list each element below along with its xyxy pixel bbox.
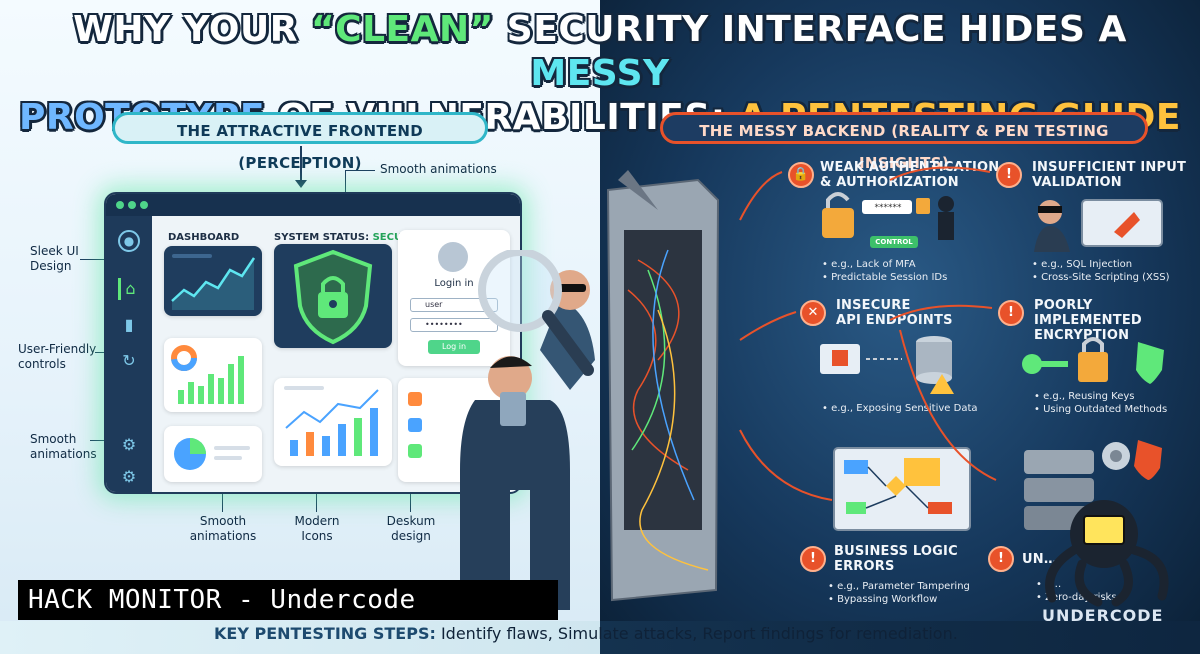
password-dots: ****** xyxy=(874,203,902,213)
hack-monitor-badge: HACK MONITOR - Undercode xyxy=(18,580,558,620)
shield-lock-icon xyxy=(293,249,373,345)
warning-icon: ! xyxy=(996,162,1022,188)
callout-line xyxy=(90,440,112,441)
callout-line xyxy=(345,170,346,204)
vuln-sub-api: • e.g., Exposing Sensitive Data xyxy=(822,403,978,414)
control-tag: CONTROL xyxy=(870,236,918,248)
settings-icon[interactable]: ⚙ xyxy=(121,467,137,486)
icon-tile xyxy=(408,392,422,406)
bar-chart-icon[interactable]: ▮ xyxy=(124,315,134,334)
auth-scene-illustration xyxy=(822,192,954,240)
arrow-head-icon xyxy=(295,180,307,188)
header-arrow xyxy=(300,146,302,184)
bar-chart-icon xyxy=(284,386,379,456)
backend-header: THE MESSY BACKEND (REALITY & PEN TESTING… xyxy=(660,112,1148,172)
vuln-title-encryption: POORLY IMPLEMENTED ENCRYPTION xyxy=(1034,298,1142,343)
user-avatar-icon[interactable]: ● xyxy=(118,230,140,252)
error-icon: ! xyxy=(800,546,826,572)
dashboard-sidebar: ● ⌂ ▮ ↻ ⚙ ⚙ xyxy=(106,216,152,492)
footer-lead: KEY PENTESTING STEPS: xyxy=(214,624,436,643)
footer-steps: KEY PENTESTING STEPS: Identify flaws, Si… xyxy=(214,624,958,643)
dashboard-title: DASHBOARD xyxy=(168,232,240,243)
donut-bar-chart-icon xyxy=(171,345,244,404)
alert-icon: ! xyxy=(988,546,1014,572)
server-rack-illustration xyxy=(606,170,720,602)
vuln-sub-weak-auth: • e.g., Lack of MFA • Predictable Sessio… xyxy=(822,259,948,283)
label-smooth-side: Smooth animations xyxy=(30,432,97,461)
dashboard-window: ● ⌂ ▮ ↻ ⚙ ⚙ DASHBOARD SYSTEM STATUS: SEC… xyxy=(104,192,522,494)
label-smooth-bottom: Smooth animations xyxy=(189,514,257,543)
refresh-icon[interactable]: ↻ xyxy=(122,351,136,370)
callout-line xyxy=(80,259,112,260)
gear-icon[interactable]: ⚙ xyxy=(121,435,137,454)
vuln-sub-input-validation: • e.g., SQL Injection • Cross-Site Scrip… xyxy=(1032,259,1170,283)
label-sleek-ui: Sleek UI Design xyxy=(30,244,79,273)
title-line-1: WHY YOUR “CLEAN” SECURITY INTERFACE HIDE… xyxy=(0,8,1200,96)
stats-card xyxy=(164,338,262,412)
line-chart-icon xyxy=(171,254,256,310)
callout-line xyxy=(345,170,375,171)
window-dot xyxy=(116,201,124,209)
lock-alert-icon: 🔒 xyxy=(788,162,814,188)
pie-card xyxy=(164,426,262,482)
callout-line xyxy=(222,494,223,512)
bar-chart-card xyxy=(274,378,392,466)
vuln-title-input-validation: INSUFFICIENT INPUT VALIDATION xyxy=(1032,160,1187,190)
home-icon[interactable]: ⌂ xyxy=(118,278,140,300)
username-input[interactable]: user xyxy=(410,298,498,312)
pie-chart-icon xyxy=(174,438,250,470)
status-value: SECURE xyxy=(372,232,417,243)
vuln-title-business-logic: BUSINESS LOGIC ERRORS xyxy=(834,544,958,574)
footer-bar xyxy=(0,621,1200,654)
vuln-title-unpatched: UN… xyxy=(1022,552,1058,567)
footer-rest: Identify flaws, Simulate attacks, Report… xyxy=(435,624,958,643)
title-text: SECURITY INTERFACE HIDES A xyxy=(493,9,1127,50)
vuln-sub-encryption: • e.g., Reusing Keys • Using Outdated Me… xyxy=(1034,391,1168,415)
title-messy: MESSY xyxy=(530,53,670,94)
vuln-sub-business-logic: • e.g., Parameter Tampering • Bypassing … xyxy=(828,581,970,605)
pentester-illustration xyxy=(460,250,595,610)
vuln-title-weak-auth: WEAK AUTHENTICATION & AUTHORIZATION xyxy=(820,160,1000,190)
window-dot xyxy=(140,201,148,209)
window-titlebar xyxy=(106,194,520,216)
window-dot xyxy=(128,201,136,209)
system-status: SYSTEM STATUS: SECURE xyxy=(274,232,417,243)
icon-tile xyxy=(408,444,422,458)
warning-icon: ! xyxy=(998,300,1024,326)
frontend-header: THE ATTRACTIVE FRONTEND (PERCEPTION) xyxy=(112,112,488,172)
magnifier-icon xyxy=(478,250,562,332)
hacker-laptop-illustration xyxy=(1034,199,1163,252)
connector-arrows xyxy=(739,166,997,501)
flowchart-illustration xyxy=(833,447,971,531)
api-cross-icon: ✕ xyxy=(800,300,826,326)
label-user-friendly: User-Friendly controls xyxy=(18,342,97,371)
icon-tile xyxy=(408,418,422,432)
callout-line xyxy=(95,352,112,353)
title-text: WHY YOUR xyxy=(73,9,311,50)
vuln-title-api: INSECURE API ENDPOINTS xyxy=(836,298,953,328)
title-clean: “CLEAN” xyxy=(311,9,494,50)
label-deskum-design: Deskum design xyxy=(386,514,436,543)
line-chart-card xyxy=(164,246,262,316)
login-button[interactable]: Log in xyxy=(428,340,480,354)
callout-line xyxy=(410,480,411,512)
undercode-watermark: UNDERCODE xyxy=(1042,606,1164,625)
label-smooth-animations-top: Smooth animations xyxy=(380,162,497,176)
security-lock-card xyxy=(274,244,392,348)
servers-illustration xyxy=(1024,440,1169,607)
status-label: SYSTEM STATUS: xyxy=(274,232,373,243)
login-card: Login in user •••••••• Log in xyxy=(398,230,510,366)
user-avatar-icon xyxy=(438,242,468,272)
encryption-scene-illustration xyxy=(1022,337,1164,384)
api-scene-illustration xyxy=(820,336,954,394)
label-modern-icons: Modern Icons xyxy=(294,514,340,543)
login-title: Login in xyxy=(434,278,474,289)
